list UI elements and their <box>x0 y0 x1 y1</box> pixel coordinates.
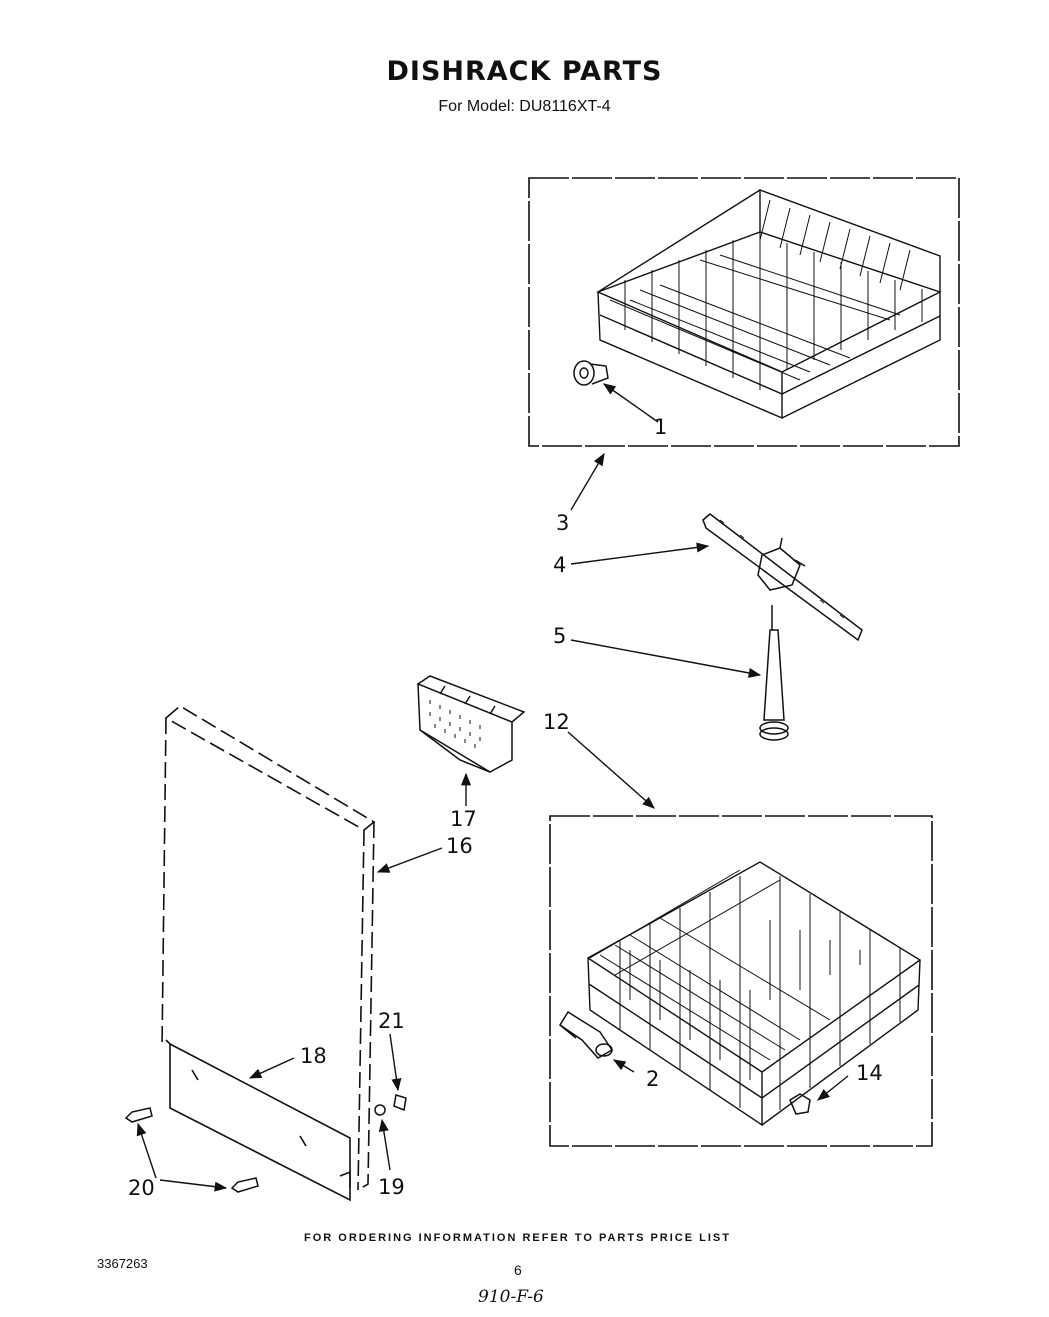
upper-dishrack <box>596 188 942 420</box>
callout-18: 18 <box>300 1044 327 1068</box>
callout-14: 14 <box>856 1061 883 1085</box>
callout-16: 16 <box>446 834 473 858</box>
lower-dishrack <box>586 861 922 1127</box>
page-number: 6 <box>514 1262 522 1278</box>
callout-17: 17 <box>450 807 477 831</box>
end-cap-part-14 <box>789 1093 811 1115</box>
callout-3: 3 <box>556 511 569 535</box>
callout-21: 21 <box>378 1009 405 1033</box>
handwritten-annotation: 910-F-6 <box>478 1287 544 1307</box>
screws-part-20 <box>124 1107 259 1193</box>
spray-arm-support-part-5 <box>759 605 789 741</box>
callout-20: 20 <box>128 1176 155 1200</box>
callout-1: 1 <box>654 415 667 439</box>
rack-roller-part-1 <box>573 360 609 386</box>
fasteners-part-19-21 <box>374 1094 407 1116</box>
callout-2: 2 <box>646 1067 659 1091</box>
silverware-basket-part-17 <box>416 675 526 773</box>
upper-rack-group-box <box>528 177 960 447</box>
page-title: DISHRACK PARTS <box>386 56 663 87</box>
callout-19: 19 <box>378 1175 405 1199</box>
trim-panel-part-18 <box>165 1039 351 1202</box>
lower-rack-group-box <box>549 815 933 1147</box>
callout-12: 12 <box>543 710 570 734</box>
callout-5: 5 <box>553 624 566 648</box>
rack-adjuster-part-2 <box>558 1010 614 1059</box>
ordering-info-note: FOR ORDERING INFORMATION REFER TO PARTS … <box>304 1232 731 1244</box>
door-panel-part-16 <box>161 705 376 1191</box>
spray-arm-part-4 <box>702 513 863 642</box>
callout-4: 4 <box>553 553 566 577</box>
model-subtitle: For Model: DU8116XT-4 <box>438 98 611 115</box>
document-number: 3367263 <box>97 1256 148 1271</box>
leader-lines <box>136 383 849 1192</box>
